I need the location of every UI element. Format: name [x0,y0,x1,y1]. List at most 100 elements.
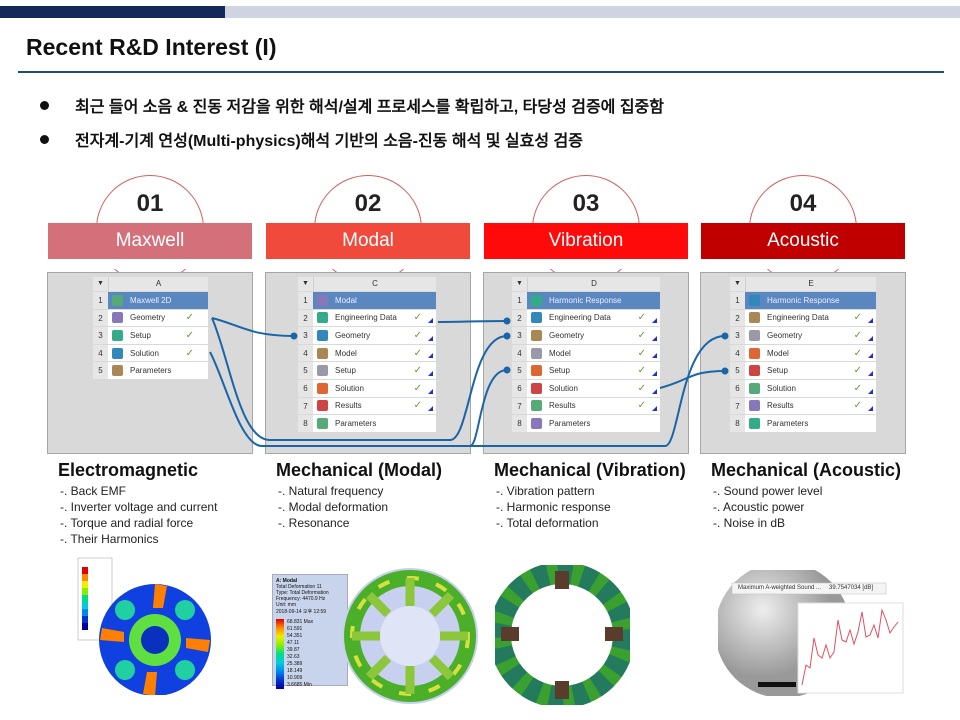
legend-line: A: Modal [276,578,298,584]
cell-label: Geometry [335,330,371,340]
cell-icon [317,294,328,306]
system-cell[interactable]: 4 Model ✓ [512,343,660,362]
system-cell[interactable]: 5 Setup ✓ [512,361,660,379]
system-cell[interactable]: 4 Model ✓ [730,343,876,362]
system-cell[interactable]: 4 Model ✓ [298,343,436,362]
system-cell[interactable]: 8 Parameters [512,414,660,432]
legend-line: 2018-09-14 오후 12:59 [276,609,327,615]
expand-icon[interactable]: ▼ [298,277,313,291]
bullet-dot-icon [40,134,49,144]
system-cell[interactable]: 2 Engineering Data ✓ [298,308,436,327]
section-heading: Mechanical (Modal) [276,460,443,480]
check-icon: ✓ [185,329,194,341]
system-cell[interactable]: 3 Geometry ✓ [298,326,436,344]
system-cell[interactable]: 1 Harmonic Response [730,291,876,309]
check-icon: ✓ [413,365,422,377]
cell-label: Model [549,348,571,358]
system-cell[interactable]: 6 Solution ✓ [512,378,660,397]
row-number: 8 [512,415,527,432]
row-number: 6 [512,379,527,397]
check-icon: ✓ [413,382,422,394]
update-arrow-icon [652,406,657,412]
page-title: Recent R&D Interest (I) [26,34,277,60]
system-cell[interactable]: 3 Setup ✓ [93,326,208,344]
cell-icon [112,312,123,324]
system-cell[interactable]: 6 Solution ✓ [730,378,876,397]
check-icon: ✓ [413,312,422,324]
acoustic-readout: Maximum A-weighted Sound ...39.7547034 [… [738,585,873,591]
row-number: 6 [730,379,745,397]
cell-label: Harmonic Response [549,295,622,305]
cell-icon [317,312,328,324]
system-cell[interactable]: 7 Results ✓ [730,396,876,415]
cell-label: Solution [767,383,796,393]
cell-icon [112,347,123,359]
column-header: C [313,277,436,291]
system-cell[interactable]: 2 Geometry ✓ [93,308,208,327]
row-number: 3 [512,327,527,344]
system-cell[interactable]: 8 Parameters [298,414,436,432]
row-number: 8 [298,415,313,432]
row-number: 4 [730,344,745,362]
header-bar-light [225,6,960,18]
system-cell[interactable]: 1 Modal [298,291,436,309]
check-icon: ✓ [413,400,422,412]
section-item: -. Back EMF [60,484,127,498]
system-cell[interactable]: 4 Solution ✓ [93,343,208,362]
system-cell[interactable]: 1 Harmonic Response [512,291,660,309]
system-cell[interactable]: 3 Geometry ✓ [730,326,876,344]
update-arrow-icon [428,353,433,359]
system-cell[interactable]: 8 Parameters [730,414,876,432]
stage-label-acoustic: Acoustic [701,223,905,259]
row-number: 5 [730,362,745,379]
cell-icon [531,329,542,341]
legend-line: Frequency: 4470.9 Hz [276,596,326,602]
check-icon: ✓ [637,365,646,377]
check-icon: ✓ [853,400,862,412]
system-cell[interactable]: 7 Results ✓ [298,396,436,415]
section-description: Mechanical (Vibration) -. Vibration patt… [494,458,704,531]
expand-icon[interactable]: ▼ [512,277,527,291]
cell-label: Engineering Data [335,313,397,323]
cell-icon [531,312,542,324]
expand-icon[interactable]: ▼ [730,277,745,291]
system-cell[interactable]: 5 Setup ✓ [298,361,436,379]
cell-icon [749,400,760,412]
bullet-text: 최근 들어 소음 & 진동 저감을 위한 해석/설계 프로세스를 확립하고, 타… [75,99,664,116]
row-number: 3 [93,327,108,344]
stage-number: 02 [354,190,382,217]
stage-number: 04 [789,190,817,217]
legend-value: 61.591 [287,626,303,632]
system-cell[interactable]: 2 Engineering Data ✓ [512,308,660,327]
expand-icon[interactable]: ▼ [93,277,108,291]
section-heading: Mechanical (Vibration) [494,460,686,480]
check-icon: ✓ [413,329,422,341]
legend-value: 18.149 [287,668,303,674]
cell-icon [112,365,123,377]
system-cell[interactable]: 6 Solution ✓ [298,378,436,397]
cell-icon [112,294,123,306]
check-icon: ✓ [637,382,646,394]
system-cell[interactable]: 3 Geometry ✓ [512,326,660,344]
system-cell[interactable]: 2 Engineering Data ✓ [730,308,876,327]
cell-label: Setup [335,366,356,376]
update-arrow-icon [868,388,873,394]
legend-line: Unit: mm [276,602,296,608]
system-cell[interactable]: 1 Maxwell 2D [93,291,208,309]
system-cell[interactable]: 5 Parameters [93,361,208,379]
section-heading: Mechanical (Acoustic) [711,460,902,480]
cell-icon [317,382,328,394]
cell-icon [531,417,542,429]
bullet-2: 전자계-기계 연성(Multi-physics)해석 기반의 소음-진동 해석 … [40,127,583,151]
stage-number: 03 [572,190,600,217]
cell-label: Parameters [335,418,377,428]
system-cell[interactable]: 5 Setup ✓ [730,361,876,379]
cell-label: Parameters [549,418,591,428]
row-number: 8 [730,415,745,432]
row-number: 1 [730,292,745,309]
system-cell[interactable]: 7 Results ✓ [512,396,660,415]
